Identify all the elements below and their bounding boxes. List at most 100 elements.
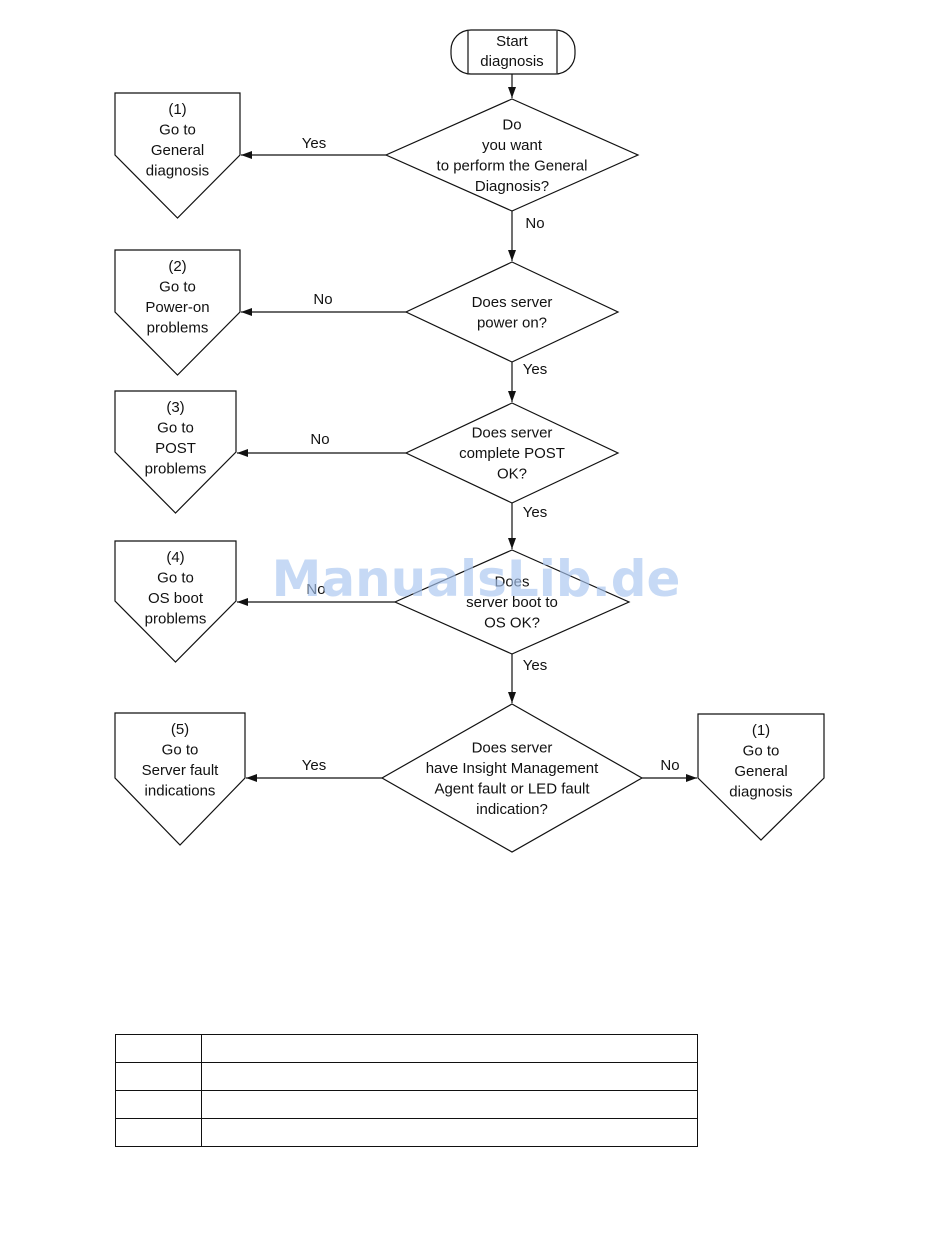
offpage-connector-op2: (2) Go to Power-on problems xyxy=(114,249,241,376)
offpage-connector-op1b: (1) Go to General diagnosis xyxy=(697,713,825,841)
decision-general: Do you want to perform the GeneralDiagnosi… xyxy=(384,98,640,212)
decision-fault-label-line-3: indication? xyxy=(476,801,548,818)
decision-osboot-label-line-0: Does xyxy=(494,574,529,591)
arrow-start-to-general xyxy=(508,74,516,98)
decision-fault-label-line-1: have Insight Management xyxy=(426,760,599,777)
arrow-fault-no xyxy=(642,774,697,782)
offpage-op1b-label-line-0: (1) xyxy=(752,722,770,739)
arrow-post-no xyxy=(237,449,406,457)
decision-fault-label-line-2: Agent fault or LED fault xyxy=(434,780,590,797)
edge-label-power-yes: Yes xyxy=(523,361,547,378)
edge-label-fault-no: No xyxy=(660,757,679,774)
decision-post-label-line-1: complete POST xyxy=(459,445,565,462)
offpage-op1b-shape xyxy=(697,713,825,841)
arrow-post-yes-head xyxy=(508,538,516,549)
arrow-post-no-head xyxy=(237,449,248,457)
arrow-osboot-no xyxy=(237,598,395,606)
offpage-op3-label-line-0: (3) xyxy=(166,399,184,416)
offpage-connector-op1: (1) Go to General diagnosis xyxy=(114,92,241,219)
table-cell xyxy=(201,1034,698,1063)
arrow-osboot-no-head xyxy=(237,598,248,606)
decision-general-label-line-1: you want xyxy=(482,137,543,154)
decision-general-label-line-0: Do xyxy=(502,116,521,133)
offpage-op4-shape xyxy=(114,540,237,663)
offpage-op1b-label-line-2: General xyxy=(734,763,787,780)
table-cell xyxy=(115,1062,202,1091)
offpage-connector-op5: (5) Go to Server fault indications xyxy=(114,712,246,846)
offpage-op5-label-line-0: (5) xyxy=(171,721,189,738)
table-cell xyxy=(115,1034,202,1063)
offpage-op3-label-line-3: problems xyxy=(145,461,207,478)
arrow-power-yes-head xyxy=(508,391,516,402)
offpage-op3-label-line-2: POST xyxy=(155,440,196,457)
table-row xyxy=(115,1034,698,1063)
decision-post-label-line-0: Does server xyxy=(472,425,553,442)
decision-power-label-line-1: power on? xyxy=(477,314,547,331)
offpage-op5-label-line-2: Server fault xyxy=(142,762,220,779)
offpage-op1b-label-line-3: diagnosis xyxy=(729,784,792,801)
arrow-fault-yes-head xyxy=(246,774,257,782)
arrow-general-no-head xyxy=(508,250,516,261)
arrow-power-no xyxy=(241,308,406,316)
offpage-op4-label-line-3: problems xyxy=(145,611,207,628)
edge-label-power-no: No xyxy=(313,291,332,308)
decision-post-label-line-2: OK? xyxy=(497,466,527,483)
arrow-general-yes-head xyxy=(241,151,252,159)
edge-label-osboot-yes: Yes xyxy=(523,657,547,674)
edge-label-post-yes: Yes xyxy=(523,504,547,521)
arrow-osboot-yes xyxy=(508,654,516,703)
offpage-op4-label-line-2: OS boot xyxy=(148,590,204,607)
offpage-op3-shape xyxy=(114,390,237,514)
decision-power-shape xyxy=(404,261,620,363)
offpage-op2-shape xyxy=(114,249,241,376)
table-row xyxy=(115,1090,698,1119)
offpage-op1-label-line-0: (1) xyxy=(168,101,186,118)
offpage-op1-label-line-2: General xyxy=(151,142,204,159)
offpage-op1-label-line-3: diagnosis xyxy=(146,163,209,180)
offpage-connector-op4: (4) Go to OS boot problems xyxy=(114,540,237,663)
arrow-osboot-yes-head xyxy=(508,692,516,703)
arrow-general-no xyxy=(508,211,516,261)
arrow-fault-yes xyxy=(246,774,382,782)
table-cell xyxy=(201,1118,698,1147)
decision-fault-shape xyxy=(380,703,644,853)
decision-general-label-line-3: Diagnosis? xyxy=(475,178,549,195)
offpage-op4-label-line-0: (4) xyxy=(166,549,184,566)
start-terminator-shape xyxy=(450,29,576,75)
offpage-op4-label-line-1: Go to xyxy=(157,570,194,587)
offpage-op2-label-line-3: problems xyxy=(147,320,209,337)
decision-post: Does server complete POST OK? xyxy=(404,402,620,504)
edge-label-general-yes: Yes xyxy=(302,135,326,152)
offpage-op5-label-line-3: indications xyxy=(145,783,216,800)
arrow-power-no-head xyxy=(241,308,252,316)
offpage-op2-label-line-1: Go to xyxy=(159,279,196,296)
decision-general-label-line-2: to perform the General xyxy=(437,157,588,174)
offpage-op2-label-line-0: (2) xyxy=(168,258,186,275)
offpage-op1b-label-line-1: Go to xyxy=(743,743,780,760)
arrow-post-yes xyxy=(508,503,516,549)
table-cell xyxy=(201,1062,698,1091)
watermark-text: ManualsLib.de xyxy=(272,550,681,608)
offpage-op2-label-line-2: Power-on xyxy=(145,299,209,316)
edge-label-general-no: No xyxy=(525,215,544,232)
arrow-general-yes xyxy=(241,151,386,159)
edge-label-post-no: No xyxy=(310,431,329,448)
legend-table xyxy=(115,1034,698,1147)
arrow-fault-no-head xyxy=(686,774,697,782)
arrow-start-to-general-head xyxy=(508,87,516,98)
table-row xyxy=(115,1062,698,1091)
table-row xyxy=(115,1118,698,1147)
start-label-line-1: diagnosis xyxy=(480,53,543,70)
offpage-op1-label-line-1: Go to xyxy=(159,122,196,139)
decision-osboot-label-line-2: OS OK? xyxy=(484,615,540,632)
offpage-op5-label-line-1: Go to xyxy=(162,742,199,759)
edge-label-fault-yes: Yes xyxy=(302,757,326,774)
arrow-power-yes xyxy=(508,362,516,402)
table-cell xyxy=(201,1090,698,1119)
decision-osboot-label-line-1: server boot to xyxy=(466,594,558,611)
